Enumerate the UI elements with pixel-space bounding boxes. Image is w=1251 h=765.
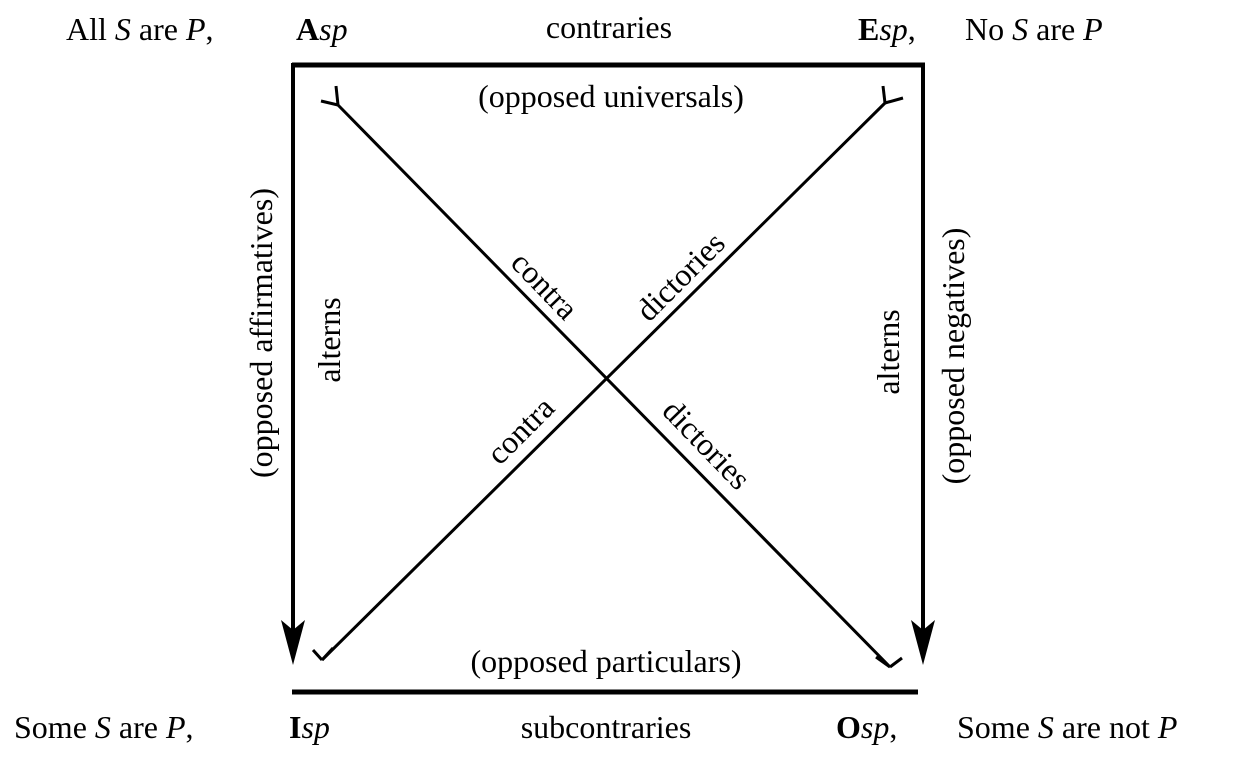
tail-mark-top-right-icon xyxy=(881,85,904,105)
bottom-edge-name: subcontraries xyxy=(521,709,692,745)
top-edge-name: contraries xyxy=(546,9,672,45)
tail-mark-bottom-left-icon xyxy=(311,646,335,662)
corner-o-label: Osp, xyxy=(836,709,897,745)
left-edge-name: alterns xyxy=(311,297,347,382)
tail-mark-bottom-right-icon xyxy=(875,655,903,669)
corner-e-label: Esp, xyxy=(858,11,916,47)
bottom-edge-note: (opposed particulars) xyxy=(470,643,741,679)
left-edge-note: (opposed affirmatives) xyxy=(243,188,279,478)
left-arrowhead-icon xyxy=(281,620,305,665)
corner-o-statement: Some S are not P xyxy=(957,709,1177,745)
corner-i-statement: Some S are P, xyxy=(14,709,194,745)
diagonal-label-rising-lower: contra xyxy=(479,389,561,471)
corner-e-statement: No S are P xyxy=(965,11,1103,47)
diagonal-rising-line xyxy=(320,101,887,662)
diagonal-falling-line xyxy=(336,103,892,669)
right-edge-name: alterns xyxy=(870,309,906,394)
corner-a-statement: All S are P, xyxy=(66,11,214,47)
corner-i-label: Isp xyxy=(289,709,330,745)
top-edge-note: (opposed universals) xyxy=(478,78,744,114)
right-edge-note: (opposed negatives) xyxy=(935,228,971,485)
right-arrowhead-icon xyxy=(911,620,935,665)
corner-a-label: Asp xyxy=(296,11,348,47)
diagonal-label-rising-upper: dictories xyxy=(629,225,732,328)
tail-mark-top-left-icon xyxy=(320,85,340,107)
